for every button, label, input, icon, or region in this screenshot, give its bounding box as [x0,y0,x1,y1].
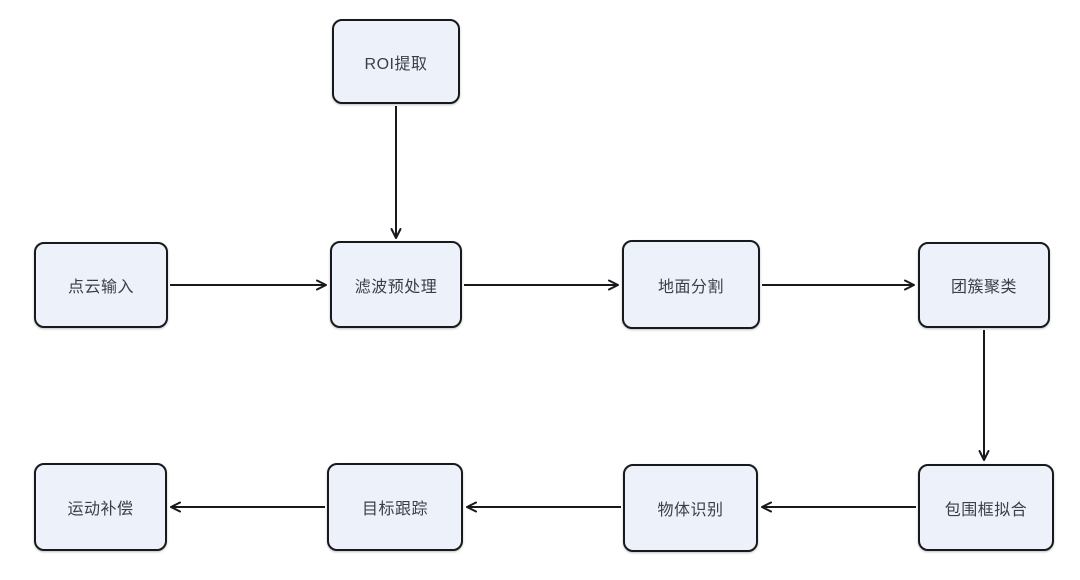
node-label: 团簇聚类 [950,279,1017,296]
node-bounding-box-fitting: 包围框拟合 [918,464,1054,551]
node-filter-preprocess: 滤波预处理 [330,241,462,328]
node-label: 包围框拟合 [944,501,1028,519]
node-ground-segmentation: 地面分割 [622,240,760,329]
node-label: 地面分割 [657,278,724,296]
node-label: 目标跟踪 [361,501,428,518]
node-label: ROI提取 [364,55,428,73]
node-label: 点云输入 [67,279,134,296]
node-label: 物体识别 [657,502,724,519]
node-target-tracking: 目标跟踪 [327,463,463,551]
node-cluster-clustering: 团簇聚类 [918,242,1050,328]
node-object-recognition: 物体识别 [623,464,758,552]
node-label: 滤波预处理 [354,278,438,296]
node-label: 运动补偿 [67,501,134,518]
node-point-cloud-input: 点云输入 [34,242,168,328]
node-motion-compensation: 运动补偿 [34,463,167,551]
node-roi-extraction: ROI提取 [332,19,460,104]
